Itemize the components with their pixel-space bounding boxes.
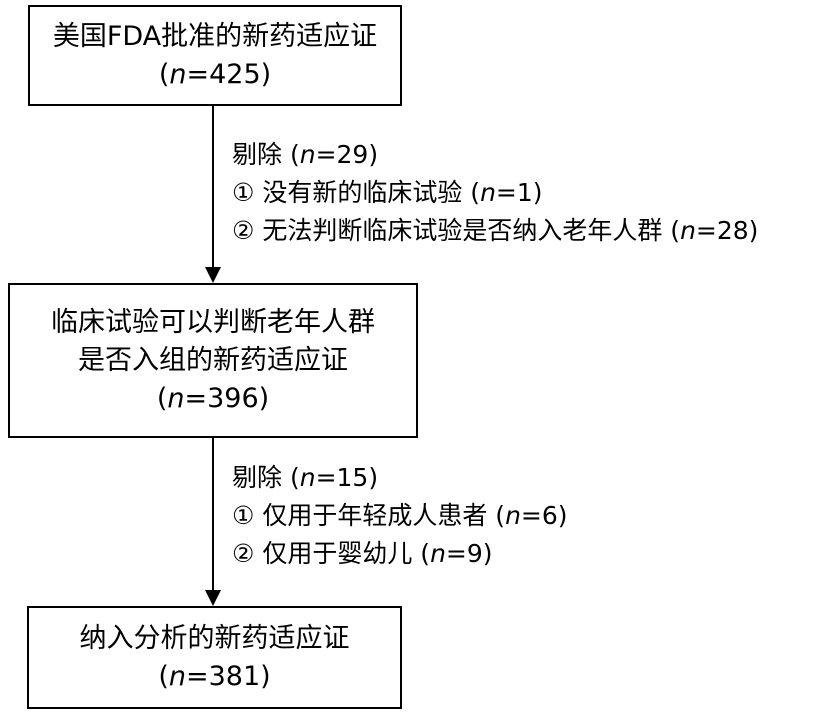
flow-box-approved-title: 美国FDA批准的新药适应证	[52, 20, 378, 52]
flow-box-included-title: 纳入分析的新药适应证	[79, 622, 350, 654]
flow-box-assessable-line-2: 是否入组的新药适应证	[78, 344, 348, 376]
flow-box-approved: 美国FDA批准的新药适应证 (n=425)	[28, 5, 402, 106]
arrow-down-icon	[205, 590, 221, 606]
connector-2	[212, 438, 214, 590]
flow-box-included: 纳入分析的新药适应证 (n=381)	[27, 606, 402, 709]
exclusion-2-item-1: ① 仅用于年轻成人患者 (n=6)	[232, 501, 568, 530]
flow-box-assessable: 临床试验可以判断老年人群 是否入组的新药适应证 (n=396)	[8, 283, 418, 438]
exclusion-1-item-1: ① 没有新的临床试验 (n=1)	[232, 178, 543, 207]
exclusion-note-1: 剔除 (n=29) ① 没有新的临床试验 (n=1) ② 无法判断临床试验是否纳…	[232, 136, 758, 250]
exclusion-1-item-2: ② 无法判断临床试验是否纳入老年人群 (n=28)	[232, 216, 759, 245]
flow-box-approved-count: (n=425)	[158, 58, 272, 90]
flow-box-included-count: (n=381)	[158, 660, 271, 692]
exclusion-2-item-2: ② 仅用于婴幼儿 (n=9)	[232, 539, 493, 568]
flow-box-assessable-count: (n=396)	[156, 382, 270, 414]
connector-1	[212, 106, 214, 267]
exclusion-2-title: 剔除 (n=15)	[232, 463, 379, 492]
flow-box-assessable-line-1: 临床试验可以判断老年人群	[51, 306, 375, 338]
exclusion-1-title: 剔除 (n=29)	[232, 140, 379, 169]
exclusion-note-2: 剔除 (n=15) ① 仅用于年轻成人患者 (n=6) ② 仅用于婴幼儿 (n=…	[232, 459, 568, 573]
arrow-down-icon	[205, 267, 221, 283]
